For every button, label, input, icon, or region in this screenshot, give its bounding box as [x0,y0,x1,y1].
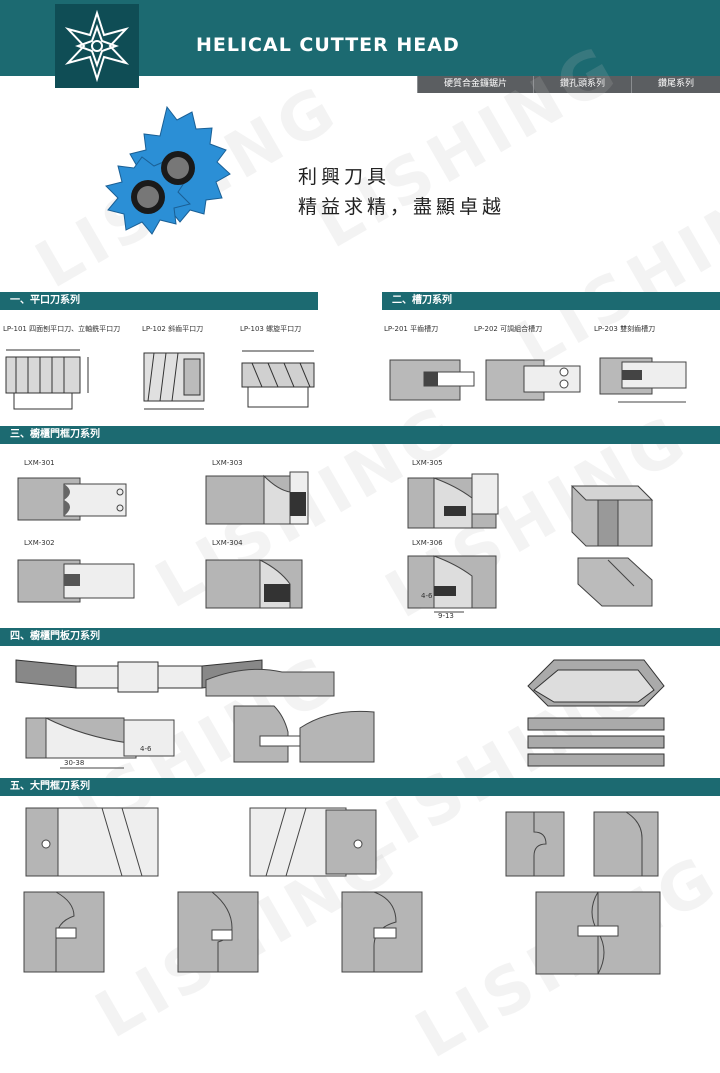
section-title-cabinet-door-panel: 四、櫥櫃門板刀系列 [0,628,720,646]
tab-drill-bit[interactable]: 鑽尾系列 [630,76,720,93]
lxm301-diagram [17,477,127,521]
lxm303-diagram [205,471,309,525]
slogan-line-2: 精益求精，盡顯卓越 [298,196,506,218]
cutter-head-photo [105,105,231,235]
panel-stack-3d-diagram [527,659,665,767]
section-title-cabinet-door-frame: 三、櫥櫃門框刀系列 [0,426,720,444]
dim-label: 4-6 [140,745,152,753]
lp103-diagram [241,350,315,408]
logo [55,4,139,88]
door-frame-3d-diagram [570,485,654,607]
section-title-flat-cutters: 一、平口刀系列 [0,292,318,310]
tab-carbide-saw[interactable]: 硬質合金鑼鋸片 [416,76,533,93]
page-header: HELICAL CUTTER HEAD 硬質合金鑼鋸片 鑽孔頭系列 鑽尾系列 [0,0,720,95]
caption-lxm301: LXM-301 [24,459,55,467]
lp201-diagram [389,359,475,401]
caption-lxm305: LXM-305 [412,459,443,467]
gate-profile-1-diagram [505,811,565,877]
panel-joint-diagram [233,705,375,763]
lp101-diagram [5,349,89,410]
section-title-groove-cutters: 二、槽刀系列 [382,292,720,310]
lxm306-diagram [407,555,497,613]
gate-profile-2-diagram [593,811,659,877]
lxm305-diagram [407,473,499,529]
lxm304-diagram [205,559,303,609]
section-title-gate-frame: 五、大門框刀系列 [0,778,720,796]
lp203-diagram [599,357,687,403]
caption-lp202: LP-202 可調組合槽刀 [474,325,543,333]
caption-lxm303: LXM-303 [212,459,243,467]
gate-profile-5-diagram [341,891,423,973]
dim-label: 4-6 [421,592,433,600]
lp102-diagram [143,352,205,410]
caption-lp102: LP-102 斜齒平口刀 [142,325,204,333]
page-title: HELICAL CUTTER HEAD [196,34,460,56]
slogan: 利興刀具 精益求精，盡顯卓越 [298,162,505,222]
caption-lxm302: LXM-302 [24,539,55,547]
caption-lp201: LP-201 平齒槽刀 [384,325,439,333]
gate-profile-3-diagram [23,891,105,973]
gate-cutter-a-diagram [25,807,159,877]
category-tabs: 硬質合金鑼鋸片 鑽孔頭系列 鑽尾系列 [416,76,720,93]
gate-joint-diagram [535,891,661,975]
tab-boring-head[interactable]: 鑽孔頭系列 [532,76,631,93]
panel-profile-diagram [205,668,335,697]
watermark: LISHING [504,150,720,384]
dim-label: 9-13 [438,612,454,620]
slogan-line-1: 利興刀具 [298,166,391,188]
caption-lxm304: LXM-304 [212,539,243,547]
gate-cutter-b-diagram [249,807,377,877]
lp202-diagram [485,359,581,401]
dim-label: 30-38 [64,759,85,767]
caption-lp203: LP-203 雙刻齒槽刀 [594,325,656,333]
lxm302-diagram [17,559,135,603]
caption-lxm306: LXM-306 [412,539,443,547]
panel-cutter-profile-diagram [25,717,175,769]
gate-profile-4-diagram [177,891,259,973]
star-logo-icon [64,9,130,83]
caption-lp101: LP-101 四面刨平口刀、立軸銑平口刀 [3,325,121,333]
caption-lp103: LP-103 螺旋平口刀 [240,325,302,333]
